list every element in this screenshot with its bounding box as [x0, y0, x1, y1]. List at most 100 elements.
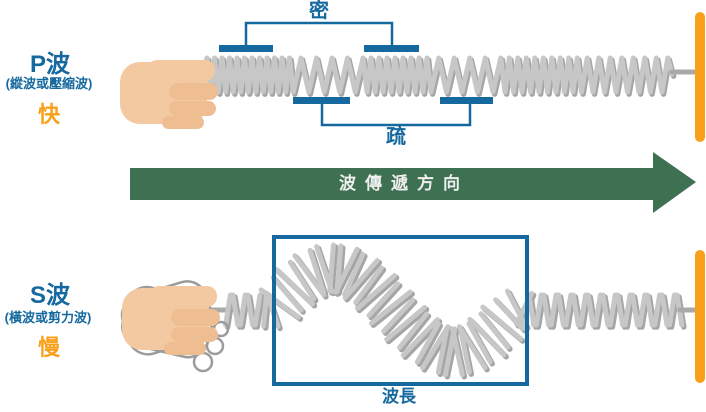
spring-coil — [261, 292, 269, 329]
wavelength-box — [272, 235, 529, 386]
spring-coil — [384, 304, 428, 343]
spring-coil — [342, 251, 366, 297]
spring-coil — [478, 311, 511, 350]
spring-coil — [449, 326, 465, 378]
spring-coil — [637, 292, 648, 328]
s-wave-group — [120, 235, 705, 386]
spring-coil — [230, 292, 241, 328]
wave-direction-arrow — [130, 152, 696, 213]
s-spring-shadow — [224, 244, 687, 380]
s-hand-finger — [171, 309, 220, 326]
s-spring — [223, 242, 685, 378]
sparse-label: 疏 — [386, 126, 406, 148]
spring-coil — [356, 274, 400, 314]
p-hand-finger — [169, 83, 218, 100]
spring-coil — [397, 311, 429, 351]
p-wall — [695, 12, 705, 142]
spring-coil — [659, 292, 670, 328]
spring-coil — [381, 297, 416, 334]
spring-coil — [585, 292, 596, 328]
sparse-bracket — [293, 97, 493, 127]
spring-coil — [245, 292, 256, 328]
spring-coil — [382, 299, 418, 337]
spring-coil — [334, 248, 362, 297]
spring-coil — [274, 267, 315, 307]
spring-coil — [354, 273, 398, 311]
spring-coil — [556, 292, 566, 328]
s-hand-index-finger — [149, 286, 217, 307]
spring-coil — [368, 289, 413, 326]
spring-coil — [292, 253, 327, 298]
spring-coil — [457, 325, 472, 375]
spring-coil — [435, 325, 450, 375]
sparse-marker-left — [293, 97, 350, 104]
dense-marker-right — [364, 45, 419, 52]
spring-coil — [466, 321, 493, 365]
spring-coil — [504, 288, 529, 329]
dense-bracket-line — [244, 21, 394, 46]
p-hand-index-finger — [147, 60, 215, 81]
spring-coil — [615, 292, 626, 328]
spring-coil — [563, 292, 574, 328]
sparse-marker-right — [440, 97, 493, 104]
spring-coil — [258, 287, 301, 320]
spring-coil — [593, 292, 603, 328]
spring-coil — [333, 246, 360, 295]
spring-coil — [344, 259, 383, 303]
spring-coil — [353, 265, 384, 305]
spring-coil — [607, 292, 618, 328]
spring-coil — [578, 292, 589, 328]
spring-coil — [368, 283, 403, 321]
spring-coil — [398, 313, 432, 353]
spring-coil — [541, 292, 552, 328]
spring-coil — [327, 242, 336, 294]
spring-coil — [667, 292, 677, 328]
spring-coil — [548, 292, 559, 328]
spring-coil — [270, 275, 304, 313]
spring-coil — [467, 316, 507, 358]
spring-coil — [366, 281, 401, 318]
spring-coil — [342, 258, 380, 301]
spring-coil — [600, 292, 611, 328]
spring-coil — [644, 292, 655, 328]
spring-coil — [652, 292, 663, 328]
sparse-bracket-line — [320, 104, 472, 127]
s-wave-label: S波 — [29, 282, 71, 309]
spring-coil — [355, 267, 387, 308]
spring-coil — [630, 292, 640, 328]
p-spring — [199, 55, 675, 95]
dense-label: 密 — [309, 0, 329, 22]
spring-coil — [526, 292, 537, 328]
spring-coil — [252, 292, 263, 328]
p-hand — [120, 60, 218, 129]
s-speed-label: 慢 — [37, 335, 61, 360]
p-hand-finger — [169, 101, 216, 116]
p-speed-label: 快 — [37, 102, 61, 127]
spring-coil — [287, 259, 317, 302]
spring-coil — [237, 292, 248, 328]
spring-coil — [370, 291, 415, 328]
spring-coil — [400, 317, 440, 358]
spring-coil — [223, 292, 233, 328]
wavelength-label: 波長 — [382, 387, 416, 406]
spring-coil — [480, 304, 524, 342]
dense-bracket — [219, 21, 419, 52]
spring-coil — [307, 247, 327, 296]
p-hand-finger — [162, 116, 204, 129]
p-wave-label: P波 — [29, 51, 71, 78]
p-wave-group — [120, 12, 705, 142]
spring-coil — [385, 306, 430, 345]
spring-coil — [416, 323, 444, 367]
s-hand-ghost-finger — [192, 351, 214, 373]
spring-coil — [622, 292, 633, 328]
s-wave-sublabel: (橫波或剪力波) — [4, 310, 92, 325]
spring-coil — [533, 292, 544, 328]
dense-marker-left — [219, 45, 273, 52]
s-hand-finger — [171, 327, 218, 342]
s-hand — [120, 280, 230, 373]
p-wave-sublabel: (縱波或壓縮波) — [5, 76, 93, 91]
spring-coil — [414, 321, 441, 365]
s-wall — [695, 250, 705, 383]
